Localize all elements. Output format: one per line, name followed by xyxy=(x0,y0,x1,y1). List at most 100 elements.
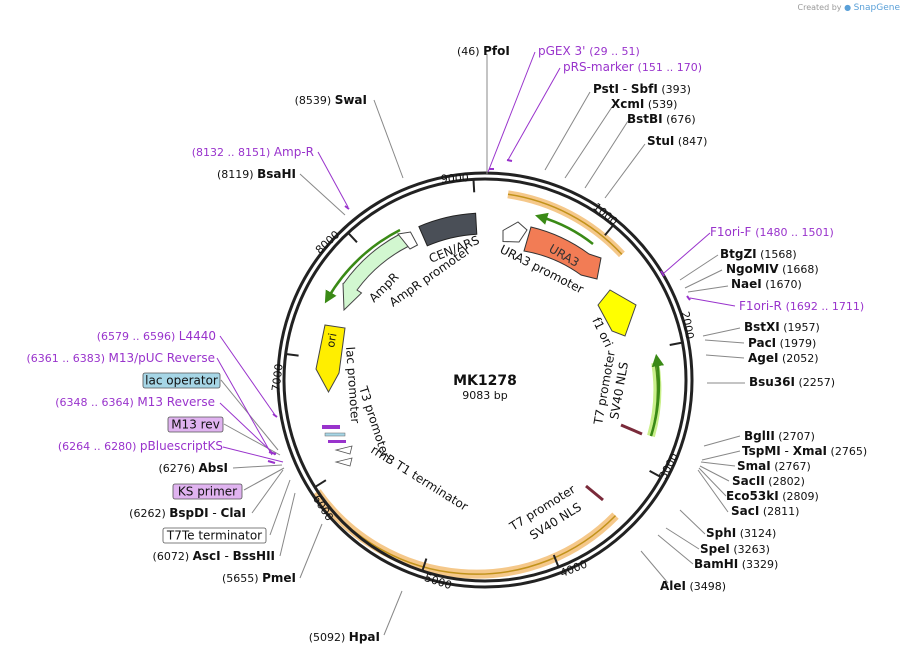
enzyme-label-pmei: (5655) PmeI xyxy=(222,571,296,585)
enzyme-label-spei: SpeI (3263) xyxy=(700,542,770,556)
leader-psti xyxy=(544,91,591,171)
feature-label-ksprimer: KS primer xyxy=(178,485,237,499)
tick-mark-1000 xyxy=(604,225,614,236)
leader-pgex3 xyxy=(487,51,536,173)
leader-paci xyxy=(704,339,745,344)
enzyme-label-bglii: BglII (2707) xyxy=(744,429,815,443)
leader-m13rev xyxy=(223,423,281,456)
enzyme-label-sphi: SphI (3124) xyxy=(706,526,776,540)
enzyme-label-asci: (6072) AscI - BssHII xyxy=(153,549,275,563)
leader-xcmi xyxy=(564,106,613,179)
ampr-promoter-feature xyxy=(397,231,419,250)
leader-m13reverse xyxy=(219,402,276,456)
tick-mark-7000 xyxy=(286,353,299,357)
leader-smai xyxy=(700,461,736,467)
snapgene-badge: Created by ● SnapGene xyxy=(798,3,901,13)
leader-ampr-primer xyxy=(317,151,349,208)
mark-prsmarker xyxy=(506,159,513,162)
feature-label-m13rev: M13 rev xyxy=(171,418,220,432)
primer-label-l4440: (6579 .. 6596) L4440 xyxy=(97,329,216,343)
leader-l4440 xyxy=(219,335,276,416)
tick-mark-9000 xyxy=(472,180,476,193)
green-arrow-ura3 xyxy=(535,212,594,245)
enzyme-label-saci: SacI (2811) xyxy=(731,504,799,518)
t7-promoter-glyph-1 xyxy=(620,423,643,436)
tick-mark-8000 xyxy=(348,232,358,244)
tick-label-3000: 3000 xyxy=(656,451,681,482)
f1-ori-feature xyxy=(597,289,637,337)
plasmid-length: 9083 bp xyxy=(462,389,507,402)
tick-label-9000: 9000 xyxy=(440,171,469,186)
ura3-promoter-feature xyxy=(502,221,528,243)
enzyme-label-paci: PacI (1979) xyxy=(748,336,816,350)
leader-m13puc xyxy=(216,357,273,456)
enzyme-label-tspmi: TspMI - XmaI (2765) xyxy=(742,444,867,458)
ura3-feature xyxy=(523,226,602,280)
enzyme-label-stui: StuI (847) xyxy=(647,134,707,148)
feature-label-rrnb: rrnB T1 terminator xyxy=(368,443,470,514)
primer-label-f1orir: F1ori-R (1692 .. 1711) xyxy=(739,299,864,313)
enzyme-label-alei: AleI (3498) xyxy=(660,579,726,593)
lac-region-glyph-2 xyxy=(324,432,346,437)
leader-stui xyxy=(604,143,646,199)
primer-label-f1orif: F1ori-F (1480 .. 1501) xyxy=(710,225,834,239)
leader-absi xyxy=(232,464,283,469)
box-lacop xyxy=(142,372,221,389)
box-t7te xyxy=(162,527,267,544)
ori-feature xyxy=(315,324,346,394)
enzyme-label-smai: SmaI (2767) xyxy=(737,459,811,473)
created-by-text: Created by xyxy=(797,3,842,12)
backbone-outer xyxy=(276,171,694,589)
feature-label-ori: ori xyxy=(324,332,339,348)
snapgene-logo-icon: ● xyxy=(844,3,852,12)
primer-leaders xyxy=(216,51,736,463)
green-arrow-right xyxy=(649,353,665,437)
primer-label-pgex3: pGEX 3' (29 .. 51) xyxy=(538,44,640,58)
leader-bstbi xyxy=(584,120,629,189)
small-features xyxy=(322,423,643,502)
primer-label-m13puc: (6361 .. 6383) M13/pUC Reverse xyxy=(26,351,215,365)
box-m13rev xyxy=(167,416,224,433)
rrnb-glyph xyxy=(334,457,353,467)
leader-spei xyxy=(665,527,700,550)
leader-t7te xyxy=(269,479,291,536)
leader-alei xyxy=(640,550,669,584)
feature-label-lac-prom: lac promoter xyxy=(343,346,362,424)
enzyme-label-bamhi: BamHI (3329) xyxy=(694,557,778,571)
primer-label-pbluescriptks: (6264 .. 6280) pBluescriptKS xyxy=(58,439,223,453)
enzyme-label-bsahi: (8119) BsaHI xyxy=(217,167,296,181)
feature-label-t7te: T7Te terminator xyxy=(166,529,262,543)
enzyme-label-bsu36i: Bsu36I (2257) xyxy=(749,375,835,389)
enzyme-label-sacii: SacII (2802) xyxy=(732,474,805,488)
tick-label-4000: 4000 xyxy=(558,558,589,580)
snapgene-product: SnapGene xyxy=(853,3,900,13)
leader-bstxi xyxy=(702,327,741,337)
green-arrow-ampr xyxy=(324,228,401,304)
enzyme-label-psti: PstI - SbfI (393) xyxy=(593,82,691,96)
box-ksprimer xyxy=(172,483,243,500)
primer-label-ampr-primer: (8132 .. 8151) Amp-R xyxy=(192,145,314,159)
tick-label-7000: 7000 xyxy=(269,363,285,392)
enzyme-label-btgzi: BtgZI (1568) xyxy=(720,247,797,261)
mark-pbks xyxy=(267,460,276,464)
enzyme-label-naei: NaeI (1670) xyxy=(731,277,802,291)
feature-label-lacop: lac operator xyxy=(145,374,218,388)
leader-swai xyxy=(373,99,404,179)
primer-label-m13reverse: (6348 .. 6364) M13 Reverse xyxy=(55,395,215,409)
enzyme-label-xcmi: XcmI (539) xyxy=(611,97,677,111)
plasmid-name: MK1278 xyxy=(453,373,517,389)
t3-promoter-glyph xyxy=(334,445,353,455)
primer-marks xyxy=(267,159,691,464)
lac-region-glyph-1 xyxy=(322,425,340,429)
features xyxy=(315,212,637,394)
backbone-inner xyxy=(282,177,688,583)
leader-sacii xyxy=(699,465,730,482)
mark-l4440 xyxy=(272,413,278,418)
mark-f1orif xyxy=(660,270,665,277)
leader-naei xyxy=(687,285,729,293)
tick-mark-6000 xyxy=(315,479,327,488)
enzyme-label-bspdi: (6262) BspDI - ClaI xyxy=(129,506,246,520)
leader-saci xyxy=(697,469,729,513)
mark-ampr-primer xyxy=(344,205,350,210)
